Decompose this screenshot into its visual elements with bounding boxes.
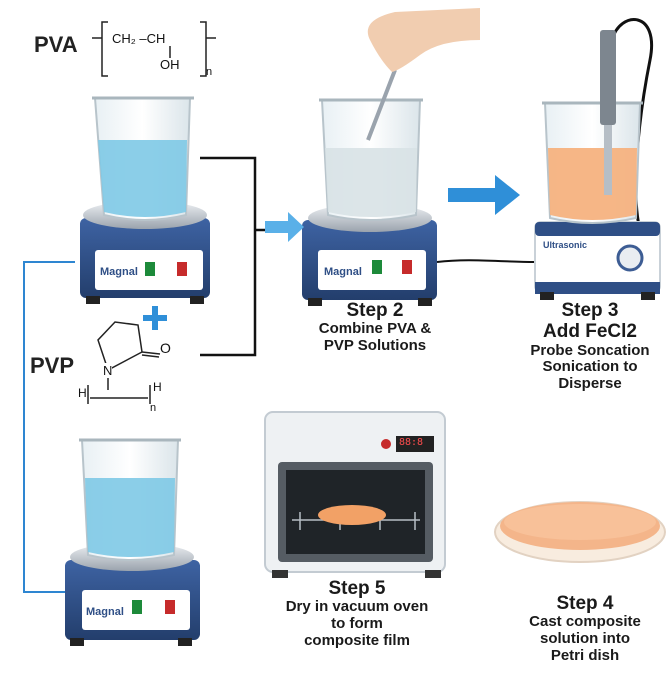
step5-line: composite film [304, 631, 410, 649]
stirring-spatula [366, 69, 397, 141]
step3-line: Probe Soncation [530, 341, 650, 359]
hand [367, 8, 480, 72]
pvp-label: PVP [30, 353, 75, 378]
step4-title: Step 4 [556, 593, 614, 614]
sonicator-cable [436, 259, 536, 263]
pva-structure [92, 21, 216, 77]
stirrer-brand-1: Magnal [100, 266, 138, 278]
plus-sign [143, 306, 167, 330]
step3-label: Step 3 Add FeCl2 Probe Soncation Sonicat… [505, 300, 670, 393]
step4-line: Petri dish [550, 646, 620, 664]
control-dial [616, 244, 644, 272]
step5-line: to form [331, 615, 383, 633]
step3-line: Add FeCl2 [543, 321, 637, 343]
pva-hydroxyl: OH [160, 57, 180, 72]
step3-line: Disperse [558, 375, 622, 393]
ultrasonic-probe [600, 30, 616, 195]
step2-line: Combine PVA & [318, 320, 432, 338]
stirrer-switch [145, 262, 155, 276]
stirrer-switch [132, 600, 142, 614]
heater-switch [402, 260, 412, 274]
pvp-h-left: H [78, 386, 87, 400]
oven-display-text: 88:8 [399, 437, 424, 448]
step3-title: Step 3 [561, 300, 619, 321]
sonicator-brand: Ultrasonic [543, 240, 588, 250]
beaker-combine [319, 69, 423, 221]
pva-subscript: n [206, 66, 213, 78]
step5-line: Dry in vacuum oven [285, 598, 429, 616]
ultrasonic-sonicator [534, 221, 661, 300]
step5-title: Step 5 [328, 578, 386, 599]
arrow-to-sonication [448, 175, 520, 215]
step5-label: Step 5 Dry in vacuum oven to form compos… [262, 578, 452, 650]
step4-label: Step 4 Cast composite solution into Petr… [505, 593, 665, 665]
step4-line: Cast composite [529, 613, 641, 631]
pvp-structure [87, 321, 161, 404]
pvp-h-right: H [153, 380, 162, 394]
step2-label: Step 2 Combine PVA & PVP Solutions [290, 300, 460, 355]
oven-display [396, 436, 434, 452]
merge-bracket [200, 156, 257, 357]
connector-lines [200, 156, 268, 357]
step3-line: Sonication to [542, 358, 638, 376]
step4-line: solution into [540, 630, 630, 648]
pva-chain-text: CH₂ –CH [112, 31, 166, 46]
petri-dish [494, 501, 666, 563]
step2-line: PVP Solutions [323, 337, 427, 355]
beaker-pva [92, 96, 194, 221]
pva-label: PVA [34, 32, 78, 57]
beaker-pvp [79, 438, 181, 561]
beaker-sonication [542, 101, 643, 224]
power-cable [23, 261, 75, 593]
pvp-nitrogen: N [103, 363, 113, 378]
pvp-carbonyl-o: O [160, 340, 171, 356]
pvp-subscript: n [150, 402, 157, 414]
film-in-oven [318, 505, 386, 525]
heater-switch [165, 600, 175, 614]
stirrer-brand-3: Magnal [324, 266, 362, 278]
stirrer-brand-2: Magnal [86, 606, 124, 618]
arrow-to-combine [265, 212, 304, 242]
step2-title: Step 2 [346, 300, 404, 321]
heater-switch [177, 262, 187, 276]
stirrer-switch [372, 260, 382, 274]
vacuum-oven [264, 411, 446, 578]
